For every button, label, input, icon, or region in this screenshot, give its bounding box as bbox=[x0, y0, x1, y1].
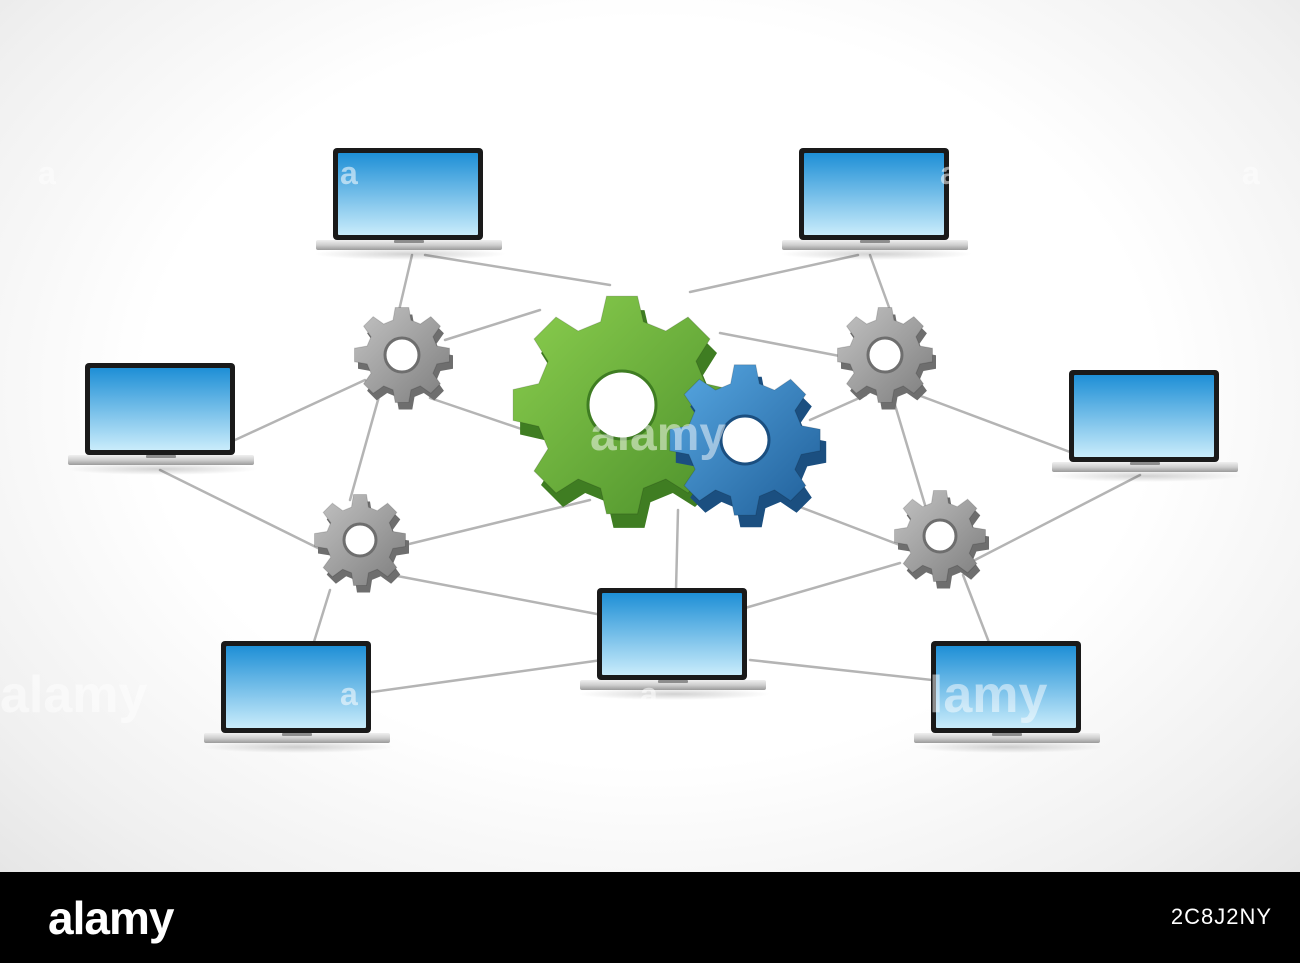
laptop-base bbox=[68, 455, 254, 465]
gear-upper-left bbox=[354, 307, 453, 410]
connection-line bbox=[748, 658, 934, 682]
connection-lines bbox=[158, 253, 1142, 694]
connection-line bbox=[390, 573, 604, 617]
connection-line bbox=[798, 505, 907, 549]
laptop-notch bbox=[282, 733, 312, 736]
gear-lower-left bbox=[314, 494, 409, 593]
connection-line bbox=[403, 498, 592, 547]
gear-hole bbox=[342, 522, 378, 558]
laptop-top-left bbox=[314, 148, 506, 260]
gear-lower-right bbox=[894, 490, 989, 589]
laptop-base bbox=[316, 240, 502, 250]
watermark-text: alamy bbox=[900, 666, 1048, 724]
connection-line bbox=[718, 331, 852, 360]
connection-line bbox=[743, 561, 902, 610]
watermark-text: alamy bbox=[0, 666, 148, 724]
laptop-shadow bbox=[314, 248, 506, 260]
blue-gear bbox=[669, 364, 827, 528]
connection-line bbox=[423, 253, 612, 287]
connection-line bbox=[808, 393, 868, 422]
laptop-mid-right bbox=[1050, 370, 1242, 482]
connection-line bbox=[674, 508, 680, 592]
laptop-base bbox=[782, 240, 968, 250]
laptop-shadow bbox=[912, 741, 1104, 753]
connection-line bbox=[233, 378, 367, 442]
laptop-base bbox=[580, 680, 766, 690]
laptop-bottom-right bbox=[912, 641, 1104, 753]
network-diagram: alamy alamy alamy a a a a a a a bbox=[0, 148, 1260, 753]
connection-line bbox=[688, 253, 860, 294]
laptop-shadow bbox=[1050, 470, 1242, 482]
connection-line bbox=[961, 573, 992, 647]
connection-line bbox=[370, 658, 604, 694]
laptop-screen bbox=[226, 646, 366, 728]
connection-line bbox=[973, 473, 1142, 562]
laptop-screen bbox=[338, 153, 478, 235]
laptop-screen bbox=[602, 593, 742, 675]
watermark-footer bbox=[0, 872, 1300, 963]
connection-line bbox=[158, 468, 334, 557]
watermark-letter: a bbox=[340, 676, 358, 712]
watermark-letter: a bbox=[340, 155, 358, 191]
laptop-notch bbox=[992, 733, 1022, 736]
laptop-shadow bbox=[578, 688, 770, 700]
connection-line bbox=[443, 308, 542, 342]
laptop-screen bbox=[936, 646, 1076, 728]
watermark-overlay: alamy alamy alamy a a a a a a a bbox=[0, 155, 1260, 724]
laptop-shadow bbox=[202, 741, 394, 753]
laptop-top-right bbox=[780, 148, 972, 260]
laptop-notch bbox=[658, 680, 688, 683]
gear-hole bbox=[719, 414, 771, 466]
laptop-bottom-left bbox=[202, 641, 394, 753]
laptop-notch bbox=[394, 240, 424, 243]
watermark-text: alamy bbox=[590, 408, 726, 461]
connection-line bbox=[890, 393, 927, 507]
stock-image-id: 2C8J2NY bbox=[1170, 904, 1272, 929]
gear-hole bbox=[866, 336, 904, 374]
laptop-shadow bbox=[780, 248, 972, 260]
laptop-notch bbox=[146, 455, 176, 458]
connection-line bbox=[311, 588, 332, 647]
laptop-screen bbox=[90, 368, 230, 450]
laptop-bottom-center bbox=[578, 588, 770, 700]
laptop-screen bbox=[804, 153, 944, 235]
connection-line bbox=[916, 393, 1080, 457]
laptop-screen bbox=[1074, 375, 1214, 457]
watermark-letter: a bbox=[1242, 155, 1260, 191]
laptop-base bbox=[914, 733, 1100, 743]
laptop-notch bbox=[1130, 462, 1160, 465]
laptop-base bbox=[204, 733, 390, 743]
connection-line bbox=[348, 398, 380, 502]
laptop-notch bbox=[860, 240, 890, 243]
watermark-letter: a bbox=[640, 155, 658, 191]
laptop-base bbox=[1052, 462, 1238, 472]
gear-upper-right bbox=[837, 307, 936, 410]
laptop-mid-left bbox=[66, 363, 258, 475]
watermark-letter: a bbox=[38, 155, 56, 191]
gear-hole bbox=[383, 336, 421, 374]
gear-hole bbox=[922, 518, 958, 554]
laptop-shadow bbox=[66, 463, 258, 475]
connection-line bbox=[868, 253, 892, 312]
watermark-letter: a bbox=[940, 155, 958, 191]
alamy-logo: alamy bbox=[48, 892, 174, 944]
watermark-letter: a bbox=[640, 676, 658, 712]
gear-hole bbox=[586, 369, 658, 441]
